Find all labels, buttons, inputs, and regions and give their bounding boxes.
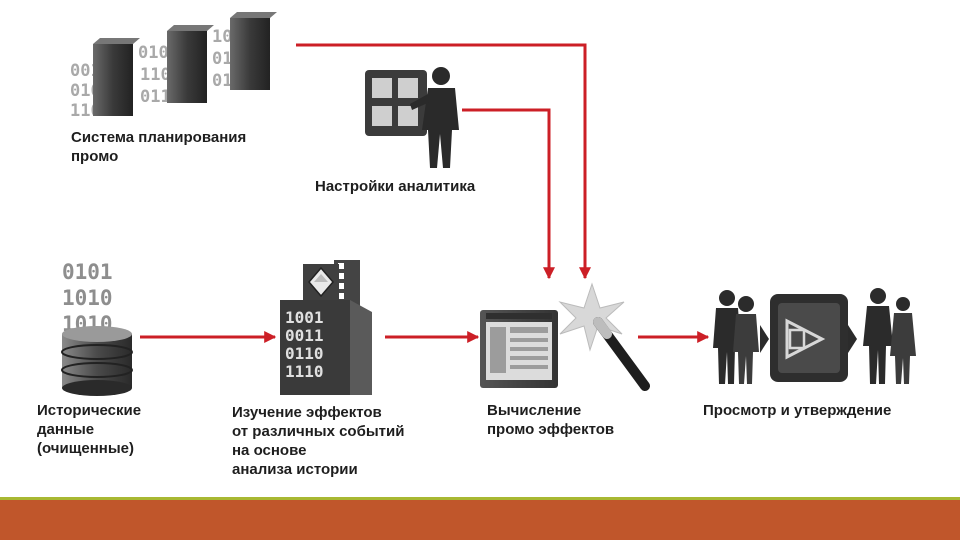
magic-wand-window-icon — [480, 282, 650, 391]
footer-accent-rule — [0, 497, 960, 500]
analyst-settings-label: Настройки аналитика — [315, 178, 476, 195]
planning-system-label: Система планирования промо — [71, 129, 247, 165]
database-icon: 0101 1010 1010 — [61, 260, 133, 396]
people-presentation-icon — [713, 288, 916, 384]
arrow-planning-to-calc — [296, 43, 591, 280]
historical-data-label: Исторические данные (очищенные) — [37, 402, 142, 457]
binary-text: 0101 — [62, 260, 113, 284]
binary-text: 0011 — [285, 326, 324, 345]
server-stack-icon: 0010 0101 1101 0101 1101 0111 1010 0111 … — [70, 12, 277, 121]
footer-bar — [0, 497, 960, 540]
promo-calc-label: Вычисление промо эффектов — [487, 402, 615, 438]
effects-study-label: Изучение эффектов от различных событий н… — [232, 404, 405, 478]
building-gem-icon: 1001 0011 0110 1110 — [280, 260, 372, 395]
arrow-analyst-to-calc — [462, 108, 555, 280]
review-approval-label: Просмотр и утверждение — [703, 402, 892, 419]
flow-arrows — [140, 43, 710, 343]
binary-text: 1010 — [62, 286, 113, 310]
analyst-dashboard-icon — [365, 67, 459, 168]
binary-text: 1110 — [285, 362, 324, 381]
binary-text: 0110 — [285, 344, 324, 363]
binary-text: 1001 — [285, 308, 324, 327]
